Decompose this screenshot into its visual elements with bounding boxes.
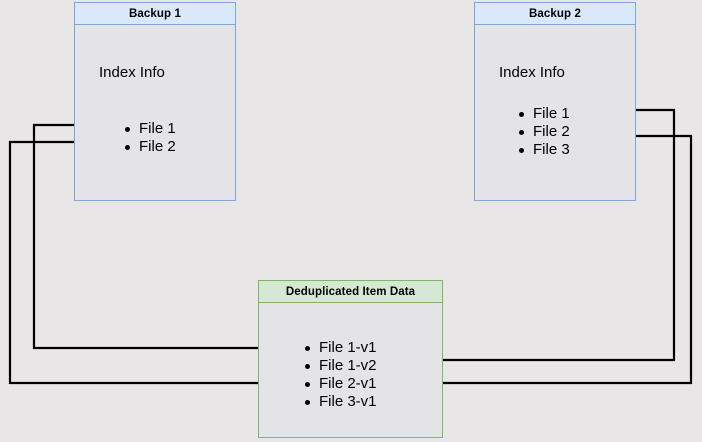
list-item: File 2 bbox=[123, 138, 176, 156]
node-deduplicated-item-data[interactable]: Deduplicated Item Data File 1-v1 File 1-… bbox=[258, 280, 443, 438]
node-backup-2[interactable]: Backup 2 Index Info File 1 File 2 File 3 bbox=[474, 2, 636, 201]
node-backup-1-title: Backup 1 bbox=[75, 3, 235, 25]
node-backup-1-body: Index Info File 1 File 2 bbox=[75, 25, 235, 200]
node-backup-1-file-list: File 1 File 2 bbox=[123, 120, 176, 156]
list-item: File 2 bbox=[517, 123, 570, 141]
node-deduplicated-item-data-body: File 1-v1 File 1-v2 File 2-v1 File 3-v1 bbox=[259, 303, 442, 437]
list-item: File 1-v1 bbox=[303, 339, 377, 357]
node-backup-2-file-list: File 1 File 2 File 3 bbox=[517, 105, 570, 159]
list-item: File 3-v1 bbox=[303, 393, 377, 411]
node-deduplicated-item-data-title: Deduplicated Item Data bbox=[259, 281, 442, 303]
node-deduplicated-item-data-file-list: File 1-v1 File 1-v2 File 2-v1 File 3-v1 bbox=[303, 339, 377, 411]
list-item: File 1 bbox=[517, 105, 570, 123]
list-item: File 1 bbox=[123, 120, 176, 138]
node-backup-2-body: Index Info File 1 File 2 File 3 bbox=[475, 25, 635, 200]
node-backup-1[interactable]: Backup 1 Index Info File 1 File 2 bbox=[74, 2, 236, 201]
node-backup-1-index-info-label: Index Info bbox=[99, 64, 165, 81]
list-item: File 3 bbox=[517, 141, 570, 159]
list-item: File 1-v2 bbox=[303, 357, 377, 375]
node-backup-2-index-info-label: Index Info bbox=[499, 64, 565, 81]
list-item: File 2-v1 bbox=[303, 375, 377, 393]
node-backup-2-title: Backup 2 bbox=[475, 3, 635, 25]
